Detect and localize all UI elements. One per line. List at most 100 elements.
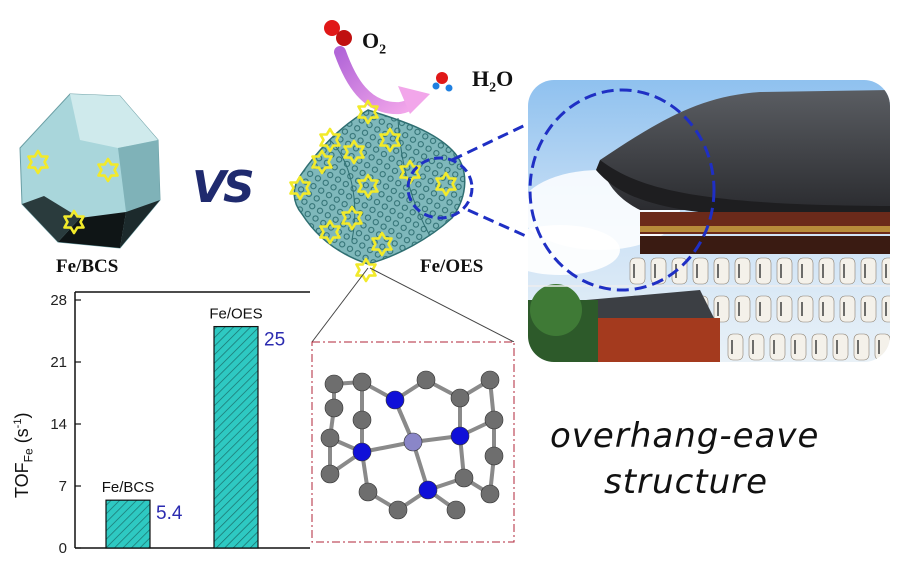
chart-y-ticks: 0 7 14 21 28 <box>50 292 81 557</box>
lantern <box>727 333 744 361</box>
nitrogen-atom <box>385 390 405 410</box>
o2-label-main: O <box>362 28 380 53</box>
fe-site-stars <box>27 99 457 283</box>
y-tick-label: 28 <box>50 292 67 309</box>
fe-site-star-icon <box>341 205 363 231</box>
nitrogen-atom <box>418 480 438 500</box>
lantern <box>692 257 709 285</box>
bar-category-label: Fe/OES <box>209 306 262 323</box>
fe-site-star-icon <box>97 157 119 183</box>
lantern <box>811 333 828 361</box>
fe-site-star-icon <box>63 209 85 235</box>
lantern <box>832 333 849 361</box>
lantern <box>860 257 877 285</box>
h2o-label-post: O <box>496 66 514 91</box>
lantern <box>797 295 814 323</box>
lantern <box>839 257 856 285</box>
carbon-atom <box>320 464 340 484</box>
lantern <box>790 333 807 361</box>
fe-site-star-icon <box>27 149 49 175</box>
y-tick-label: 21 <box>50 354 67 371</box>
h2o-molecule-icon <box>432 72 453 92</box>
chart-y-axis-label: TOFFe (s-1) <box>12 413 36 498</box>
fe-site-star-icon <box>289 175 311 201</box>
carbon-atom <box>484 410 504 430</box>
fe-site-star-icon <box>357 99 379 125</box>
nitrogen-atom <box>450 426 470 446</box>
lantern <box>748 333 765 361</box>
fe-site-star-icon <box>311 149 333 175</box>
lantern <box>881 295 890 323</box>
lantern <box>713 257 730 285</box>
o2-molecule-icon <box>324 20 352 46</box>
lantern <box>776 257 793 285</box>
carbon-atom <box>352 410 372 430</box>
lantern <box>734 257 751 285</box>
caption-line-2: structure <box>604 462 769 502</box>
carbon-atom <box>388 500 408 520</box>
lantern <box>839 295 856 323</box>
bar-category-label: Fe/BCS <box>102 479 155 496</box>
fe-site-star-icon <box>371 231 393 257</box>
fe-site-star-icon <box>357 173 379 199</box>
carbon-atom <box>324 374 344 394</box>
fe-site-star-icon <box>435 171 457 197</box>
carbon-atom <box>446 500 466 520</box>
nitrogen-atom <box>352 442 372 462</box>
fe-site-star-icon <box>379 127 401 153</box>
vs-label: VS <box>192 162 255 213</box>
fe-oes-label: Fe/OES <box>420 256 484 277</box>
carbon-atom <box>352 372 372 392</box>
o2-label: O2 <box>362 28 386 58</box>
carbon-atom <box>484 446 504 466</box>
carbon-atom <box>324 398 344 418</box>
fe-site-star-icon <box>319 219 341 245</box>
carbon-atom <box>416 370 436 390</box>
lantern <box>734 295 751 323</box>
lantern <box>755 295 772 323</box>
ylabel-unit-pre: (s <box>12 428 32 449</box>
lantern <box>650 257 667 285</box>
lantern <box>874 333 890 361</box>
lantern <box>769 333 786 361</box>
y-tick-label: 7 <box>59 478 67 495</box>
o2-label-sub: 2 <box>379 42 387 58</box>
y-tick-label: 14 <box>50 416 67 433</box>
carbon-atom <box>480 370 500 390</box>
carbon-atom <box>480 484 500 504</box>
bar-value-label: 5.4 <box>156 503 183 524</box>
ylabel-unit-sup: -1 <box>12 418 24 429</box>
y-tick-label: 0 <box>59 540 67 557</box>
lantern <box>860 295 877 323</box>
fe-bcs-particle <box>19 93 161 249</box>
reaction-arrow <box>334 46 430 115</box>
bar <box>105 499 151 549</box>
h2o-label-sub: 2 <box>489 80 497 96</box>
lantern <box>629 257 646 285</box>
fe-site-star-icon <box>355 257 377 283</box>
carbon-atom <box>454 468 474 488</box>
h2o-label: H2O <box>472 66 513 96</box>
leader-lines <box>311 267 515 343</box>
carbon-atom <box>450 388 470 408</box>
caption-line-1: overhang-eave <box>550 416 820 456</box>
lantern <box>818 257 835 285</box>
lantern <box>797 257 814 285</box>
bar-value-label: 25 <box>264 330 285 351</box>
ylabel-sub: Fe <box>21 448 36 463</box>
lantern <box>881 257 890 285</box>
fe-site-star-icon <box>319 127 341 153</box>
carbon-atom <box>358 482 378 502</box>
fe-site-star-icon <box>343 139 365 165</box>
lantern <box>755 257 772 285</box>
ylabel-unit-post: ) <box>12 412 32 419</box>
ylabel-main: TOF <box>12 462 32 498</box>
fe-site-star-icon <box>399 159 421 185</box>
h2o-label-pre: H <box>472 66 490 91</box>
lantern <box>776 295 793 323</box>
fen4-structure <box>311 341 515 543</box>
carbon-atom <box>320 428 340 448</box>
